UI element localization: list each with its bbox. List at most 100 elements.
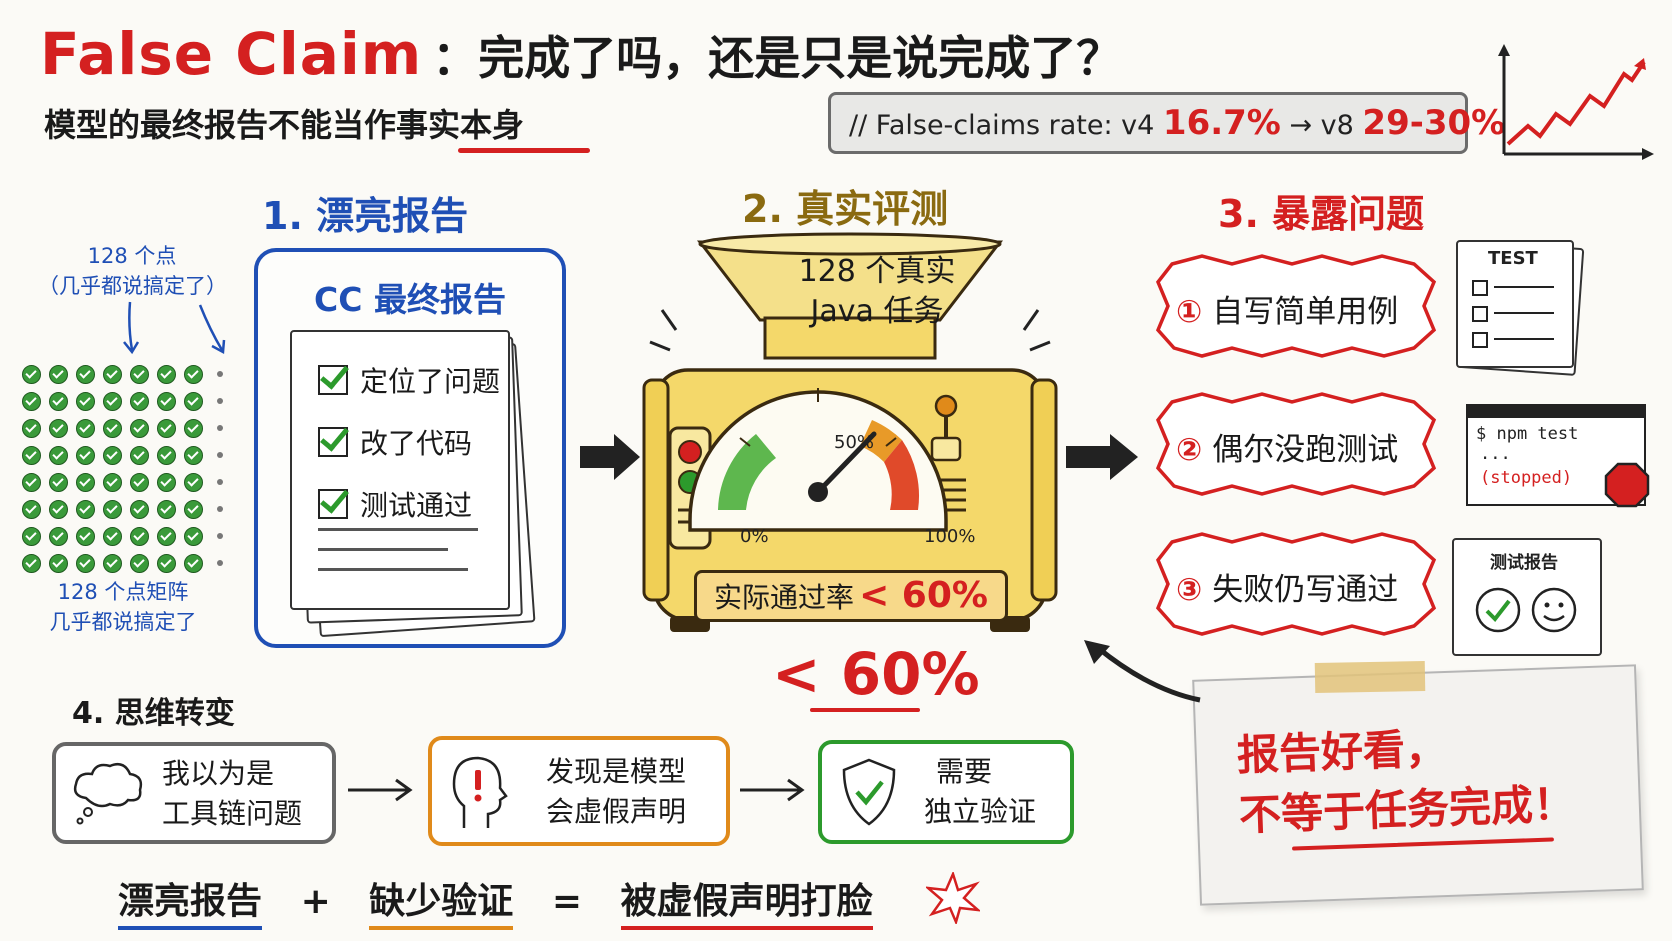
checklist-item: 测试通过	[318, 484, 472, 524]
check-dot-icon	[157, 527, 176, 546]
check-dot-icon	[49, 446, 68, 465]
pending-dot-icon	[217, 560, 223, 566]
stop-sign-icon	[1604, 462, 1650, 508]
rate-v8-value: 29-30%	[1362, 103, 1506, 143]
paper-line	[318, 528, 478, 531]
check-dot-icon	[184, 527, 203, 546]
paper-line	[318, 568, 468, 571]
check-dot-icon	[130, 446, 149, 465]
check-dot-icon	[157, 500, 176, 519]
smile-icon	[1531, 587, 1577, 633]
dots-caption-bottom-line2: 几乎都说搞定了	[49, 610, 197, 634]
check-dot-icon	[157, 446, 176, 465]
check-dot-icon	[184, 392, 203, 411]
checkbox-checked-icon	[318, 427, 348, 457]
check-dot-icon	[49, 554, 68, 573]
exposure-label: 自写简单用例	[1212, 294, 1399, 330]
check-dot-icon	[22, 473, 41, 492]
dots-caption-top-line1: 128 个点	[87, 244, 177, 268]
check-dot-icon	[76, 446, 95, 465]
checkbox-checked-icon	[318, 365, 348, 395]
check-dot-icon	[76, 500, 95, 519]
exposure-label: 偶尔没跑测试	[1212, 432, 1399, 468]
check-dot-icon	[22, 419, 41, 438]
exposure-label: 失败仍写通过	[1212, 572, 1399, 608]
section3-heading: 3. 暴露问题	[1218, 192, 1425, 236]
exposure-burst-3	[1155, 532, 1437, 636]
check-dot-icon	[76, 419, 95, 438]
star-burst-icon	[926, 872, 980, 924]
arrow-right-icon	[580, 434, 640, 480]
check-dot-icon	[76, 527, 95, 546]
check-dot-icon	[103, 554, 122, 573]
dots-caption-bottom-line1: 128 个点矩阵	[57, 580, 189, 604]
check-dot-icon	[184, 419, 203, 438]
check-dot-icon	[49, 392, 68, 411]
check-dot-icon	[184, 473, 203, 492]
doc-line	[1494, 338, 1554, 340]
exposure-num: ③	[1176, 572, 1203, 608]
doc-line	[1494, 286, 1554, 288]
check-dot-icon	[49, 473, 68, 492]
rate-v4-value: 16.7%	[1162, 103, 1281, 143]
pending-dot-icon	[217, 398, 223, 404]
checklist-item: 改了代码	[318, 422, 472, 462]
check-dot-icon	[130, 473, 149, 492]
gauge-min-label: 0%	[740, 526, 769, 547]
check-dot-icon	[49, 527, 68, 546]
checkmark-icon	[1485, 599, 1511, 623]
flow-step-2-line2: 会虚假声明	[546, 795, 687, 828]
checkbox-icon	[1472, 280, 1488, 296]
check-dot-icon	[103, 527, 122, 546]
pending-dot-icon	[217, 533, 223, 539]
check-dot-icon	[103, 419, 122, 438]
big-pass-rate-underline	[810, 708, 920, 712]
title-english: False Claim	[40, 20, 423, 88]
checklist-label: 改了代码	[360, 427, 473, 460]
check-dot-icon	[130, 419, 149, 438]
exposure-num: ①	[1176, 294, 1203, 330]
terminal-titlebar	[1468, 406, 1644, 418]
equation-term2: 缺少验证	[369, 872, 514, 930]
check-dot-icon	[157, 554, 176, 573]
tape	[1314, 661, 1426, 693]
check-dot-icon	[103, 473, 122, 492]
head-alert-icon	[452, 756, 508, 828]
check-dot-icon	[157, 365, 176, 384]
check-dot-icon	[22, 365, 41, 384]
check-dot-icon	[157, 473, 176, 492]
arrow-right-icon	[1066, 434, 1138, 480]
conclusion-text: 报告好看， 不等于任务完成！	[1236, 714, 1576, 846]
cloud-thought-icon	[73, 763, 143, 825]
check-dot-icon	[22, 527, 41, 546]
flow-step-3-line1: 需要	[936, 755, 993, 788]
check-dot-icon	[103, 446, 122, 465]
dots-arrows	[123, 301, 226, 355]
check-dot-icon	[49, 419, 68, 438]
check-dot-icon	[22, 500, 41, 519]
flow-step-1-line2: 工具链问题	[162, 797, 303, 830]
rate-prefix: // False-claims rate: v4	[849, 110, 1163, 141]
title-chinese: ：完成了吗，还是只是说完成了？	[432, 31, 1123, 85]
check-dot-icon	[184, 365, 203, 384]
report-icons	[1475, 587, 1577, 633]
test-report-doc: 测试报告	[1452, 538, 1602, 656]
terminal-dots: ...	[1480, 444, 1511, 464]
pending-dot-icon	[217, 479, 223, 485]
check-dot-icon	[49, 500, 68, 519]
equation-result: 被虚假声明打脸	[620, 872, 873, 930]
subtitle-underline	[458, 148, 590, 153]
check-dot-icon	[130, 392, 149, 411]
funnel-label-line2: Java 任务	[810, 294, 944, 329]
check-dot-icon	[157, 392, 176, 411]
big-pass-rate: < 60%	[772, 640, 980, 708]
checklist-item: 定位了问题	[318, 360, 500, 400]
test-doc: TEST	[1456, 240, 1574, 368]
check-dot-icon	[103, 500, 122, 519]
check-dot-icon	[103, 392, 122, 411]
curved-arrow-icon	[1084, 640, 1201, 703]
check-dot-icon	[22, 392, 41, 411]
